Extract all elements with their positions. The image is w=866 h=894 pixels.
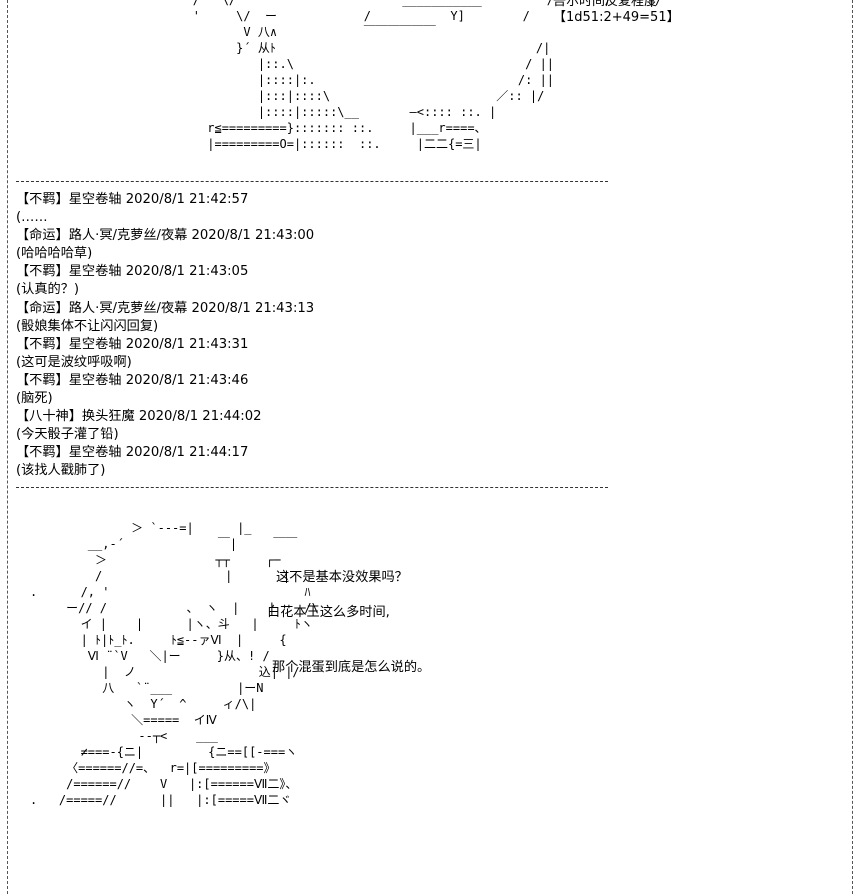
chat-line: 【不羁】星空卷轴 2020/8/1 21:43:46 [16,372,249,388]
dice-roll-caption: 吾尔时间反复程度 [553,0,658,9]
chat-line: (该找人戳肺了) [16,463,106,479]
top-ascii-art: / \/ ' ___________ / / |/ ' \/ ー / Y] / … [192,0,663,151]
chat-line: 【不羁】星空卷轴 2020/8/1 21:44:17 [16,445,249,461]
chat-line: 【不羁】星空卷轴 2020/8/1 21:43:05 [16,264,249,280]
bottom-ascii-art: ＞ `---=| |_ __,-´ ￣| ￣￣ ＞ ┬┬ ┌─ / | | . … [30,521,319,807]
divider-top [16,181,608,182]
dice-roll-result: 【1d51:2+49=51】 [553,10,680,25]
chat-line: (这可是波纹呼吸啊) [16,354,132,370]
chat-line: (今天骰子灌了铅) [16,427,119,443]
left-border [7,0,8,894]
chat-line: 【八十神】换头狂魔 2020/8/1 21:44:02 [16,409,262,425]
chat-line: 【不羁】星空卷轴 2020/8/1 21:42:57 [16,192,249,207]
chat-line: 【不羁】星空卷轴 2020/8/1 21:43:31 [16,336,249,352]
right-border [852,0,853,894]
chat-line: (认真的？) [16,282,80,298]
chat-line: 【命运】路人·冥/克萝丝/夜幕 2020/8/1 21:43:00 [16,228,315,244]
divider-bottom [16,487,608,488]
chat-line: 【命运】路人·冥/克萝丝/夜幕 2020/8/1 21:43:13 [16,300,315,316]
chat-line: (…… [16,210,48,226]
speech-line-3: 那个混蛋到底是怎么说的。 [272,660,431,675]
dice-roll-note: 吾尔时间反复程度 【1d51:2+49=51】 [553,0,680,26]
chat-line: (骰娘集体不让闪闪回复) [16,318,159,334]
chat-line: (哈哈哈哈草) [16,246,93,262]
speech-line-2: 白花本王这么多时间, [267,605,390,620]
speech-line-1: 这不是基本没效果吗？ [276,570,408,585]
chat-log: 【不羁】星空卷轴 2020/8/1 21:42:57 (…… 【命运】路人·冥/… [16,191,314,481]
chat-line: (脑死) [16,391,53,407]
